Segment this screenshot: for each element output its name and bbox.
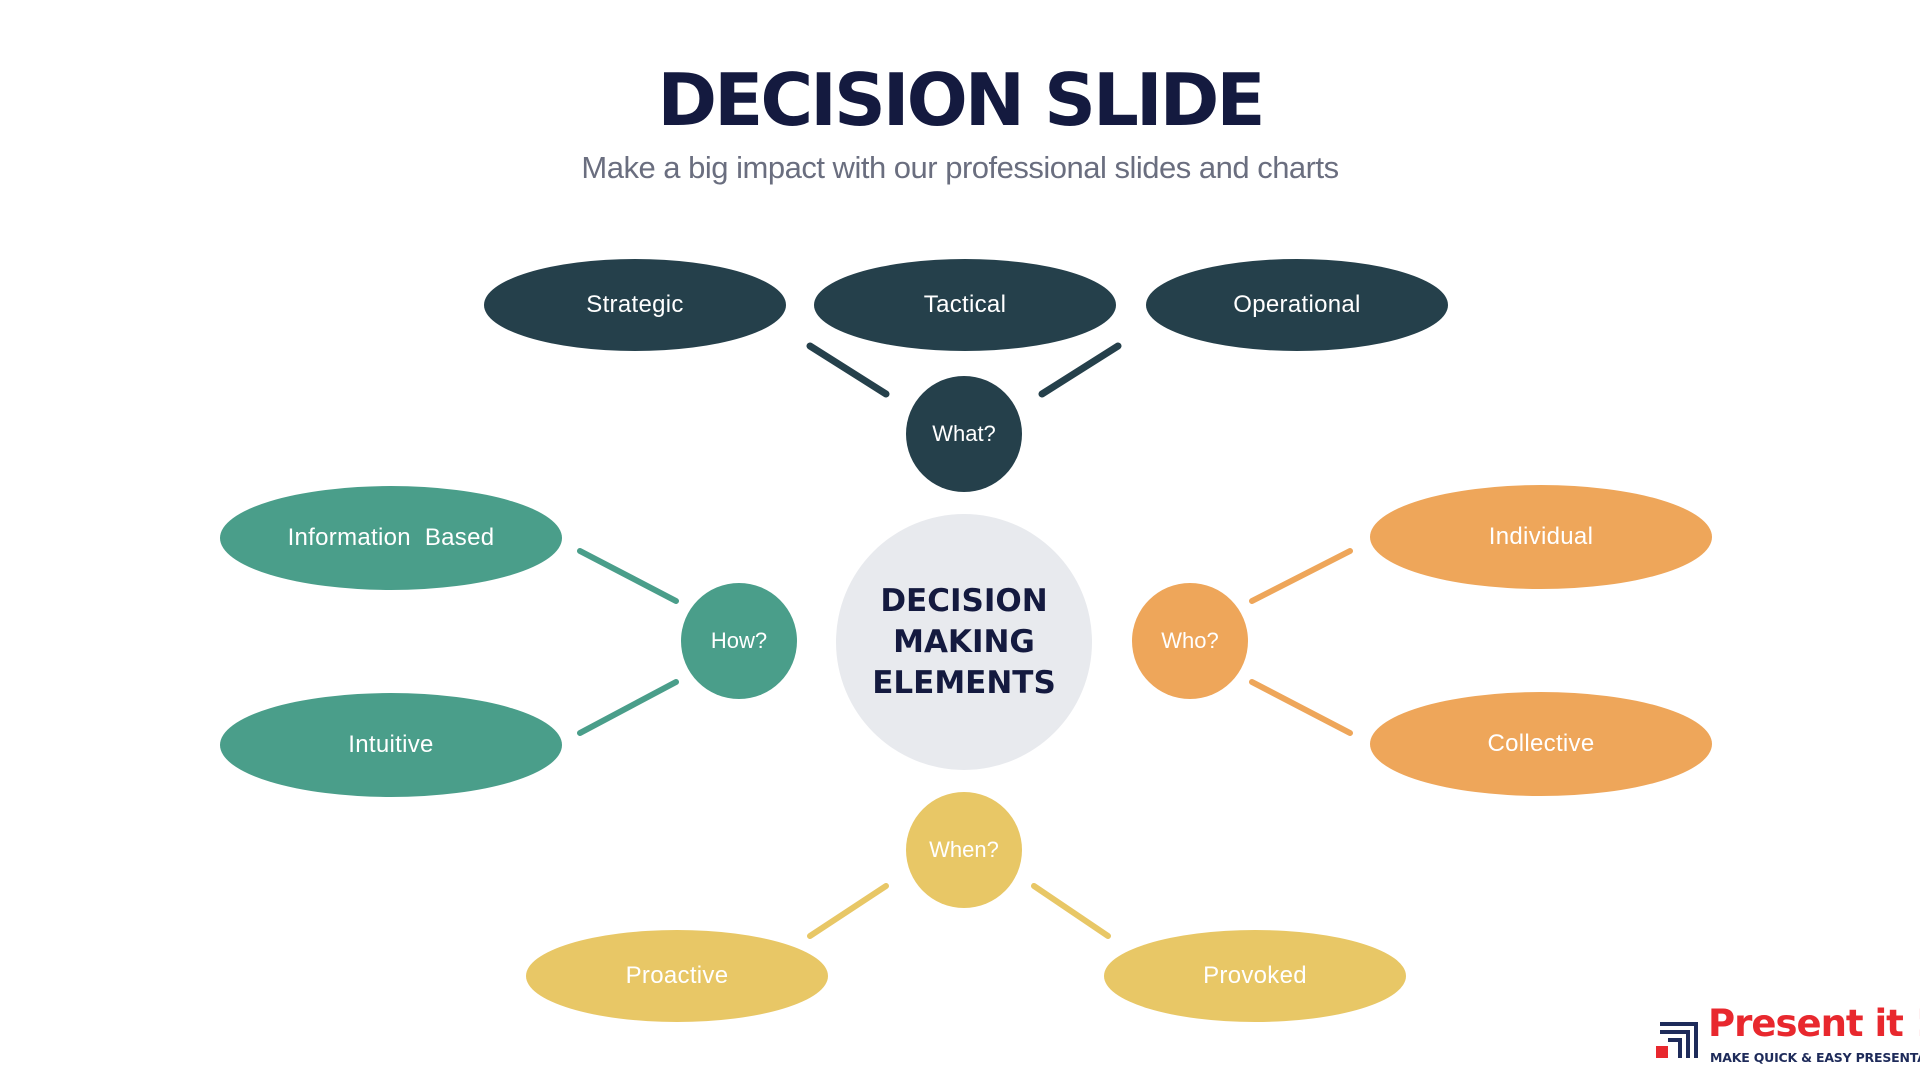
who-option-collective: Collective bbox=[1370, 692, 1712, 796]
what-option-strategic: Strategic bbox=[484, 259, 786, 351]
connector-who-individual bbox=[1249, 548, 1353, 604]
connector-when-proactive bbox=[807, 883, 889, 939]
how-option-information-based: Information Based bbox=[220, 486, 562, 590]
slide-title: DECISION SLIDE bbox=[657, 58, 1265, 142]
logo-tagline: MAKE QUICK & EASY PRESENTATIONS bbox=[1710, 1050, 1920, 1065]
what-option-tactical: Tactical bbox=[814, 259, 1116, 351]
how-option-intuitive: Intuitive bbox=[220, 693, 562, 797]
slide-subtitle: Make a big impact with our professional … bbox=[581, 150, 1339, 185]
what-question-circle: What? bbox=[906, 376, 1022, 492]
when-option-provoked: Provoked bbox=[1104, 930, 1406, 1022]
connector-what-strategic bbox=[806, 342, 890, 398]
logo-mark-icon bbox=[1656, 1022, 1698, 1058]
center-label: DECISION MAKING ELEMENTS bbox=[872, 582, 1056, 701]
center-hub: DECISION MAKING ELEMENTS bbox=[836, 514, 1092, 770]
who-question-circle: Who? bbox=[1132, 583, 1248, 699]
who-option-individual: Individual bbox=[1370, 485, 1712, 589]
connector-how-information bbox=[577, 548, 679, 604]
when-question-circle: When? bbox=[906, 792, 1022, 908]
when-option-proactive: Proactive bbox=[526, 930, 828, 1022]
connector-how-intuitive bbox=[577, 679, 679, 736]
connector-what-operational bbox=[1038, 342, 1122, 398]
logo-name: Present it ! bbox=[1708, 1002, 1920, 1045]
brand-logo: Present it ! MAKE QUICK & EASY PRESENTAT… bbox=[1656, 1002, 1920, 1070]
how-question-circle: How? bbox=[681, 583, 797, 699]
connector-who-collective bbox=[1249, 679, 1353, 736]
what-option-operational: Operational bbox=[1146, 259, 1448, 351]
connector-when-provoked bbox=[1031, 883, 1111, 939]
